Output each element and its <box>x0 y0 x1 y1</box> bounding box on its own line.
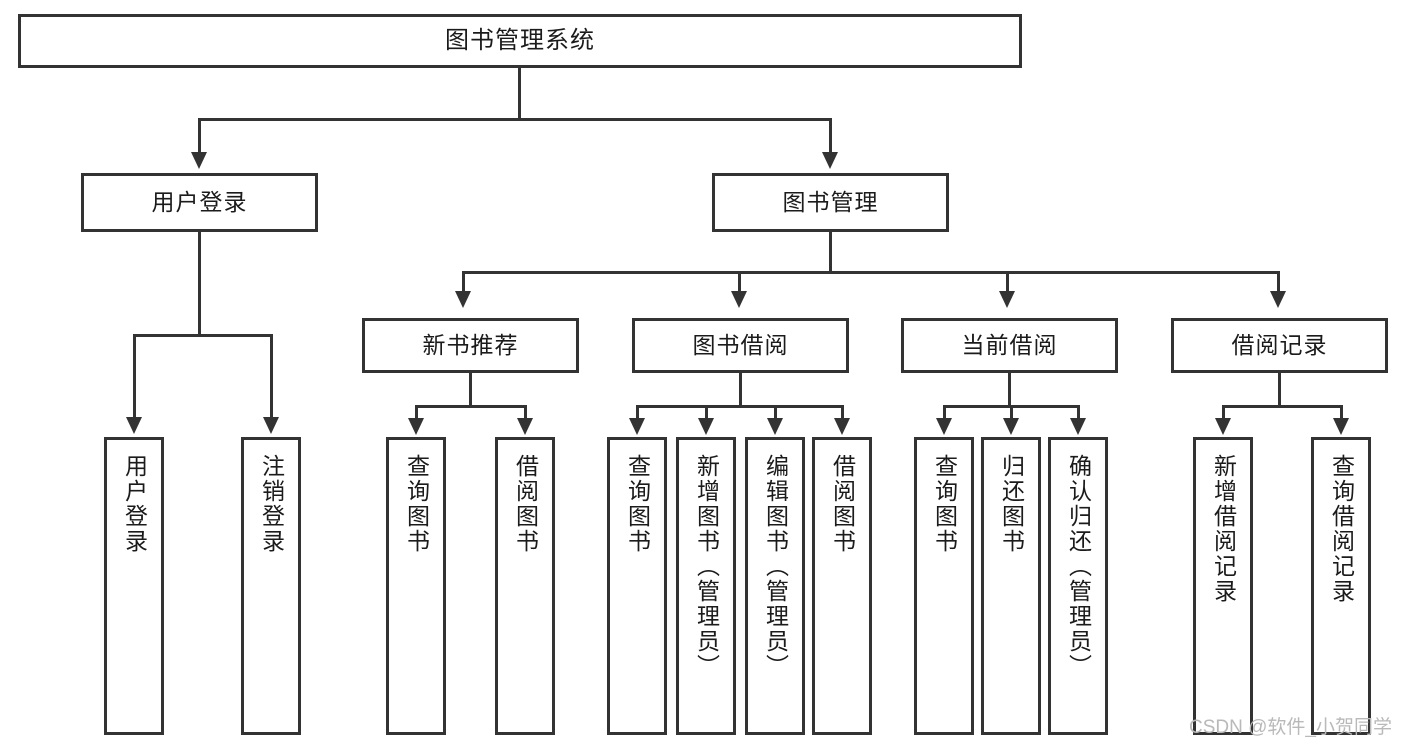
node-label: 借阅记录 <box>1231 331 1328 358</box>
node-user-login[interactable]: 用户登录 <box>81 173 318 232</box>
leaf-add-book-admin[interactable]: 新增图书（管理员） <box>676 437 736 735</box>
connector-book-borrow-leaf-3 <box>774 405 777 420</box>
arrowhead-book-borrow <box>731 291 747 308</box>
leaf-query-borrow-record[interactable]: 查询借阅记录 <box>1311 437 1371 735</box>
arrowhead-leaf-edit-book-admin <box>767 418 783 435</box>
node-label: 图书管理 <box>782 188 879 215</box>
node-label: 当前借阅 <box>961 331 1058 358</box>
connector-current-borrow-leaf-1 <box>943 405 946 420</box>
node-label: 新增借阅记录 <box>1210 454 1237 604</box>
arrowhead-book-manage <box>822 152 838 169</box>
connector-new-book-bar <box>415 405 527 408</box>
leaf-add-borrow-record[interactable]: 新增借阅记录 <box>1193 437 1253 735</box>
node-current-borrow[interactable]: 当前借阅 <box>901 318 1118 373</box>
node-label: 编辑图书（管理员） <box>762 454 789 679</box>
connector-book-manage-to-new-book <box>462 271 465 293</box>
arrowhead-leaf-query-book-1 <box>408 418 424 435</box>
connector-user-login-leaf-2 <box>270 334 273 419</box>
node-label: 用户登录 <box>121 454 148 554</box>
arrowhead-leaf-borrow-book-1 <box>517 418 533 435</box>
leaf-user-login[interactable]: 用户登录 <box>104 437 164 735</box>
node-label: 新增图书（管理员） <box>693 454 720 679</box>
connector-new-book-leaf-1 <box>415 405 418 420</box>
arrowhead-leaf-add-borrow-record <box>1215 418 1231 435</box>
node-borrow-record[interactable]: 借阅记录 <box>1171 318 1388 373</box>
leaf-query-book-1[interactable]: 查询图书 <box>386 437 446 735</box>
arrowhead-leaf-borrow-book-2 <box>834 418 850 435</box>
node-label: 确认归还（管理员） <box>1065 454 1092 679</box>
connector-user-login-bar <box>133 334 273 337</box>
arrowhead-leaf-add-book-admin <box>698 418 714 435</box>
connector-book-borrow-leaf-1 <box>636 405 639 420</box>
connector-user-login-leaf-1 <box>133 334 136 419</box>
node-label: 图书管理系统 <box>445 26 595 54</box>
leaf-confirm-return-admin[interactable]: 确认归还（管理员） <box>1048 437 1108 735</box>
connector-book-borrow-leaf-2 <box>705 405 708 420</box>
arrowhead-leaf-confirm-return-admin <box>1070 418 1086 435</box>
connector-book-manage-to-borrow-record <box>1277 271 1280 293</box>
node-book-manage[interactable]: 图书管理 <box>712 173 949 232</box>
connector-new-book-leaf-2 <box>524 405 527 420</box>
leaf-borrow-book-1[interactable]: 借阅图书 <box>495 437 555 735</box>
leaf-borrow-book-2[interactable]: 借阅图书 <box>812 437 872 735</box>
node-label: 新书推荐 <box>422 331 519 358</box>
connector-current-borrow-trunk <box>1008 373 1011 407</box>
connector-root-bar <box>198 118 832 121</box>
leaf-edit-book-admin[interactable]: 编辑图书（管理员） <box>745 437 805 735</box>
leaf-logout-login[interactable]: 注销登录 <box>241 437 301 735</box>
arrowhead-leaf-logout-login <box>263 417 279 434</box>
arrowhead-new-book-recommend <box>455 291 471 308</box>
connector-borrow-record-bar <box>1222 405 1342 408</box>
arrowhead-current-borrow <box>999 291 1015 308</box>
leaf-query-book-3[interactable]: 查询图书 <box>914 437 974 735</box>
arrowhead-leaf-return-book <box>1003 418 1019 435</box>
connector-root-trunk <box>518 68 521 120</box>
connector-current-borrow-leaf-2 <box>1010 405 1013 420</box>
connector-borrow-record-trunk <box>1278 373 1281 407</box>
connector-book-manage-to-current-borrow <box>1006 271 1009 293</box>
node-label: 归还图书 <box>998 454 1025 554</box>
leaf-query-book-2[interactable]: 查询图书 <box>607 437 667 735</box>
arrowhead-leaf-query-book-3 <box>936 418 952 435</box>
arrowhead-leaf-user-login <box>126 417 142 434</box>
node-root-book-management-system[interactable]: 图书管理系统 <box>18 14 1022 68</box>
node-label: 图书借阅 <box>692 331 789 358</box>
arrowhead-leaf-query-borrow-record <box>1333 418 1349 435</box>
node-label: 查询图书 <box>403 454 430 554</box>
connector-book-borrow-trunk <box>739 373 742 407</box>
connector-user-login-trunk <box>198 232 201 336</box>
node-label: 查询图书 <box>931 454 958 554</box>
arrowhead-leaf-query-book-2 <box>629 418 645 435</box>
arrowhead-user-login <box>191 152 207 169</box>
connector-root-to-user-login <box>198 118 201 156</box>
connector-new-book-trunk <box>469 373 472 407</box>
node-book-borrow[interactable]: 图书借阅 <box>632 318 849 373</box>
node-label: 注销登录 <box>258 454 285 554</box>
node-label: 查询借阅记录 <box>1328 454 1355 604</box>
node-new-book-recommend[interactable]: 新书推荐 <box>362 318 579 373</box>
connector-borrow-record-leaf-1 <box>1222 405 1225 420</box>
node-label: 借阅图书 <box>512 454 539 554</box>
node-label: 用户登录 <box>151 188 248 215</box>
connector-borrow-record-leaf-2 <box>1340 405 1343 420</box>
connector-current-borrow-leaf-3 <box>1077 405 1080 420</box>
connector-book-manage-to-book-borrow <box>738 271 741 293</box>
leaf-return-book[interactable]: 归还图书 <box>981 437 1041 735</box>
connector-book-borrow-bar <box>636 405 844 408</box>
node-label: 查询图书 <box>624 454 651 554</box>
connector-book-manage-bar <box>462 271 1280 274</box>
connector-book-manage-trunk <box>829 232 832 274</box>
node-label: 借阅图书 <box>829 454 856 554</box>
connector-book-borrow-leaf-4 <box>841 405 844 420</box>
arrowhead-borrow-record <box>1270 291 1286 308</box>
connector-root-to-book-manage <box>829 118 832 156</box>
